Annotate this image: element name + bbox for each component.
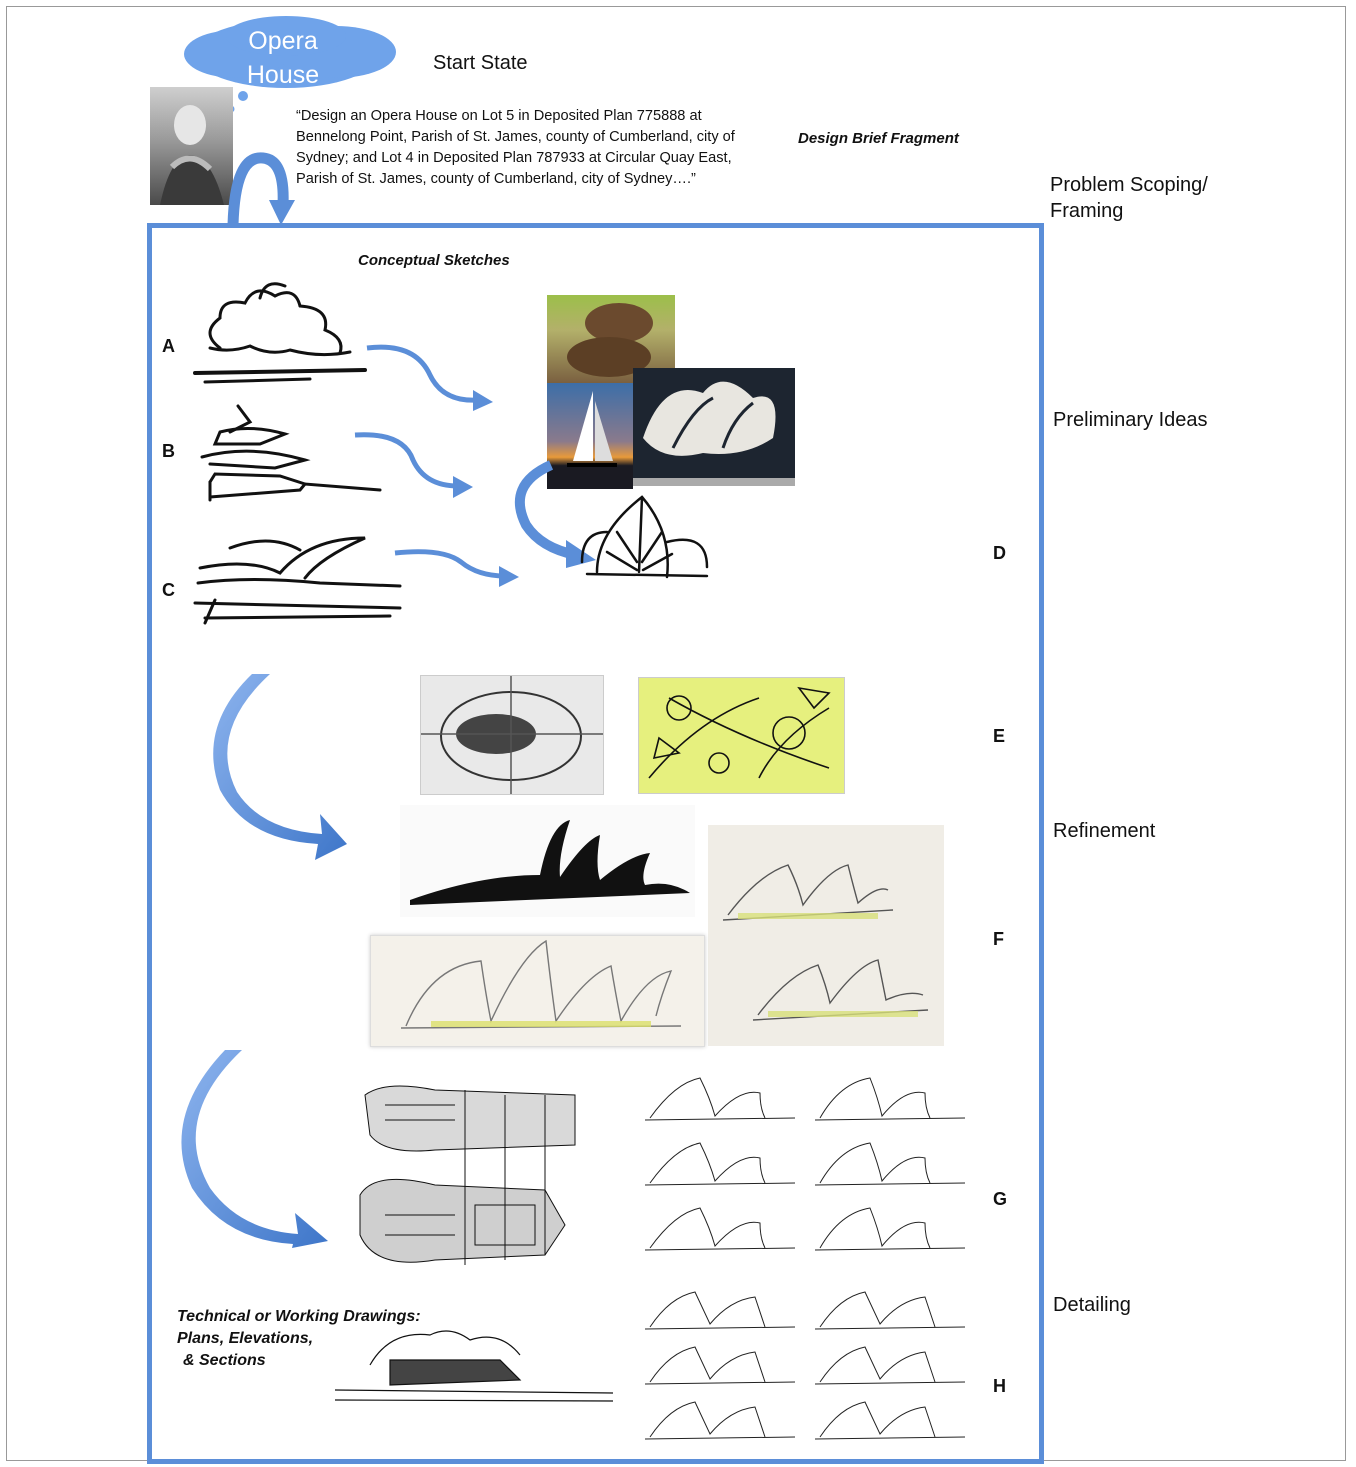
floor-plan-drawing [345, 1075, 590, 1290]
label-f: F [993, 929, 1004, 949]
design-brief-text: “Design an Opera House on Lot 5 in Depos… [296, 108, 735, 187]
arrow-b [354, 432, 473, 498]
elevation-pencil-sketch [708, 825, 944, 1046]
label-e: E [993, 726, 1006, 746]
sketch-b-pagoda [200, 404, 382, 502]
technical-label-line3: & Sections [183, 1352, 266, 1369]
sketch-c-roof [193, 536, 402, 625]
label-d: D [993, 543, 1006, 563]
sketch-d-shells [580, 495, 709, 579]
architect-photo [150, 87, 233, 205]
design-brief-label: Design Brief Fragment [798, 130, 959, 147]
roof-development-1961-1963 [620, 1282, 980, 1457]
label-b: B [162, 441, 175, 461]
thought-cloud [184, 16, 396, 113]
stage-refinement: Refinement [1053, 820, 1156, 842]
label-h: H [993, 1376, 1006, 1396]
start-state-title: Start State [433, 52, 528, 74]
entry-arrow [227, 152, 295, 226]
sketch-a-clouds [193, 282, 367, 384]
roof-development-1957-1961 [620, 1068, 980, 1273]
section-drawing [330, 1325, 613, 1405]
arrow-to-d [514, 460, 596, 568]
plan-sketch [420, 675, 604, 795]
cloud-text: Opera House [246, 27, 320, 89]
technical-label-line2: Plans, Elevations, [177, 1330, 314, 1347]
sailboat-photo [547, 383, 633, 489]
geometry-sketch [638, 677, 845, 794]
stage-detailing: Detailing [1053, 1294, 1131, 1316]
arrow-detailing [181, 1050, 328, 1248]
arrow-a [366, 344, 493, 411]
shells-sketch [633, 368, 795, 486]
label-c: C [162, 580, 175, 600]
competition-elevation [370, 935, 705, 1047]
arrow-c [394, 549, 519, 587]
conceptual-sketches-label: Conceptual Sketches [358, 252, 510, 269]
arrow-refinement [213, 674, 347, 860]
technical-label-line1: Technical or Working Drawings: [177, 1308, 421, 1325]
design-process-box [147, 223, 1044, 1464]
stage-framing: Problem Scoping/ Framing [1050, 174, 1208, 222]
stage-preliminary: Preliminary Ideas [1053, 409, 1208, 431]
label-a: A [162, 336, 175, 356]
sails-brush-sketch [400, 805, 695, 917]
label-g: G [993, 1189, 1008, 1209]
